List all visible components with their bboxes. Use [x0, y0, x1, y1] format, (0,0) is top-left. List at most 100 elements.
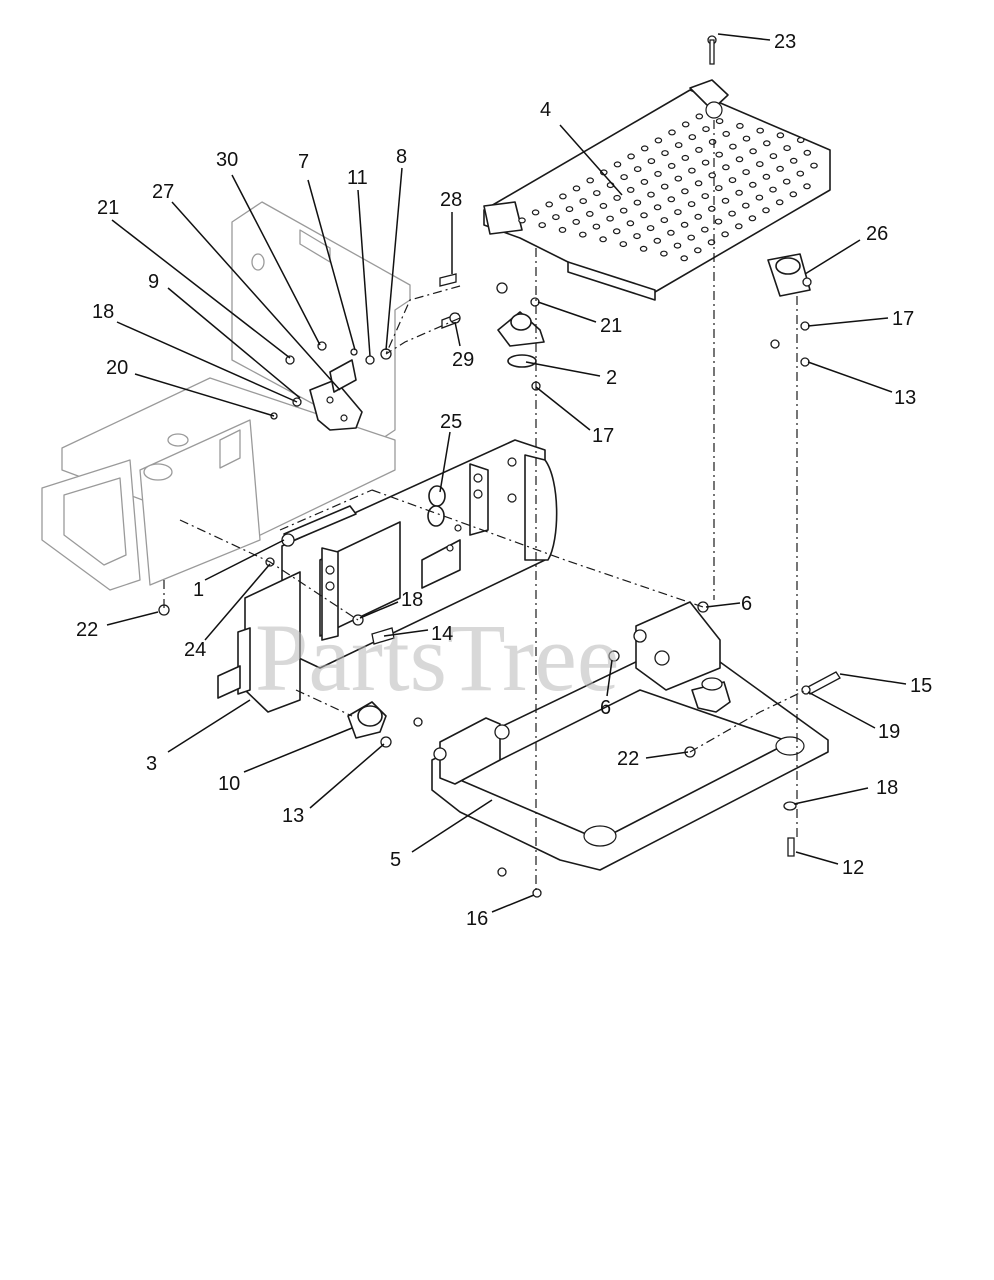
callout-18-center: 18 [401, 589, 423, 611]
seat-hole [755, 194, 764, 201]
seat-hole [722, 164, 730, 171]
callout-28: 28 [440, 189, 462, 211]
seat-hole [708, 172, 717, 179]
callout-23: 23 [774, 31, 796, 53]
seat-hole [579, 198, 588, 205]
callout-20: 20 [106, 357, 128, 379]
seat-hole [687, 201, 696, 208]
callout-13-left: 13 [282, 805, 304, 827]
seat-hole [715, 151, 724, 158]
watermark-text: PartsTree [255, 604, 619, 711]
callout-11: 11 [347, 167, 368, 189]
callout-17-right: 17 [892, 308, 914, 330]
seat-hole [613, 161, 622, 168]
seat-hole [796, 170, 805, 177]
seat-hole [627, 153, 635, 160]
callout-9: 9 [148, 271, 159, 293]
seat-mount-frame [217, 439, 558, 713]
seat-hole [734, 223, 743, 230]
seat-hole [694, 213, 703, 220]
leader-lines [106, 33, 907, 913]
callout-30: 30 [216, 149, 238, 171]
seat-hole [673, 242, 682, 249]
seat-hole [789, 191, 798, 198]
seat-hole [728, 177, 737, 184]
rear-isolator [767, 253, 811, 297]
seat-hole [714, 218, 723, 225]
callout-22-left: 22 [76, 619, 98, 641]
seat-hole [700, 226, 709, 233]
seat-hole [668, 129, 676, 136]
seat-hole [769, 153, 778, 160]
seat-hole [782, 178, 791, 185]
callout-10: 10 [218, 773, 240, 795]
seat-hole [518, 217, 526, 224]
seat-hole [707, 239, 716, 246]
seat-hole [633, 233, 641, 240]
callout-3: 3 [146, 753, 157, 775]
seat-hole [578, 231, 587, 238]
seat-hole [674, 209, 682, 216]
seat-hole [545, 201, 554, 208]
seat-hole [592, 223, 601, 230]
seat-hole [653, 204, 662, 211]
callout-17-center: 17 [592, 425, 614, 447]
seat-hole [531, 209, 540, 216]
callout-21-left: 21 [97, 197, 119, 219]
seat-hole [693, 247, 702, 254]
seat-hole [803, 149, 812, 156]
seat-plate-holes [518, 113, 818, 262]
seat-hole [789, 157, 798, 164]
seat-hole [633, 199, 642, 206]
seat-hole [742, 169, 750, 176]
seat-hole [660, 250, 668, 257]
seat-hole [585, 210, 594, 217]
seat-hole [660, 217, 669, 224]
seat-hole [640, 145, 649, 152]
seat-hole [722, 130, 731, 137]
seat-hole [626, 220, 635, 227]
seat-hole [736, 122, 744, 129]
seat-hole [701, 159, 710, 166]
seat-hole [776, 132, 785, 139]
seat-hole [688, 167, 696, 174]
seat-hole [538, 222, 547, 229]
seat-hole [592, 190, 601, 197]
seat-hole [680, 221, 689, 228]
seat-hole [640, 212, 648, 219]
seat-plate [483, 79, 831, 301]
seat-hole [552, 214, 560, 221]
bushings [427, 485, 446, 527]
seat-hole [619, 207, 628, 214]
seat-hole [728, 210, 736, 217]
callout-12: 12 [842, 857, 864, 879]
seat-hole [612, 228, 621, 235]
seat-hole [667, 162, 676, 169]
seat-hole [640, 178, 649, 185]
callout-27: 27 [152, 181, 174, 203]
seat-hole [572, 218, 581, 225]
seat-hole [735, 156, 744, 163]
seat-hole [572, 185, 581, 192]
seat-hole [599, 236, 607, 243]
callout-14: 14 [431, 623, 453, 645]
frame-rail-outline [41, 201, 411, 591]
callout-21-right: 21 [600, 315, 622, 337]
callout-19: 19 [878, 721, 900, 743]
seat-hole [606, 215, 614, 222]
seat-hole [688, 134, 697, 141]
seat-hole [558, 226, 567, 233]
seat-hole [681, 121, 690, 128]
front-isolator [347, 701, 387, 739]
seat-hole [667, 229, 675, 236]
seat-hole [565, 206, 574, 213]
seat-hole [660, 183, 669, 190]
seat-hole [803, 183, 811, 190]
base-pan [431, 601, 829, 871]
seat-hole [721, 231, 729, 238]
callout-24: 24 [184, 639, 206, 661]
seat-hole [702, 126, 710, 133]
seat-hole [755, 161, 764, 168]
seat-hole [776, 165, 784, 172]
